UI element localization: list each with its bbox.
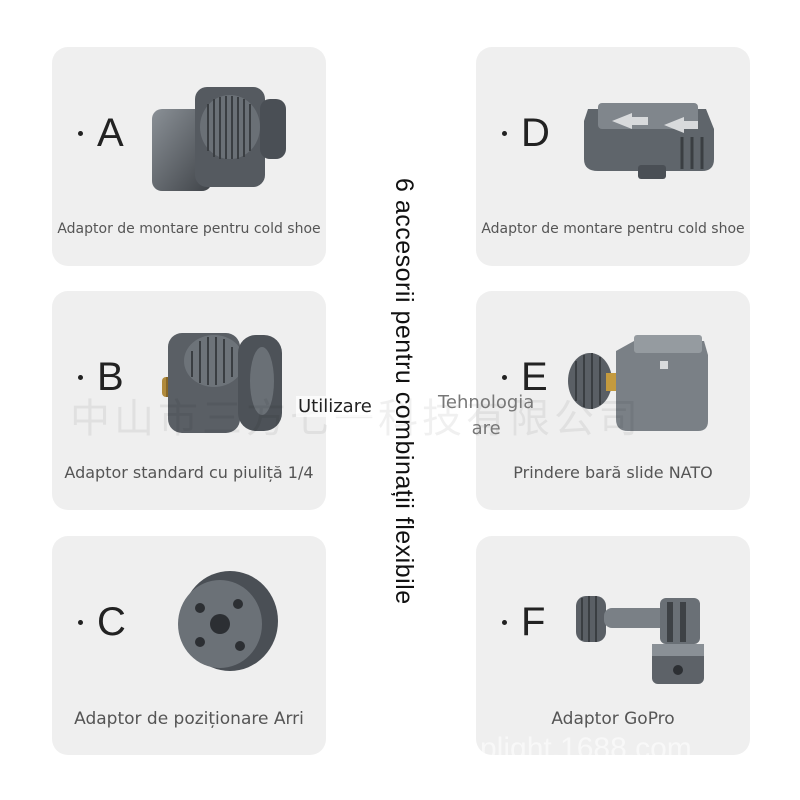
accessory-letter: B: [78, 357, 124, 397]
accessory-letter: C: [78, 602, 126, 642]
bullet-icon: [78, 130, 83, 136]
accessory-caption: Adaptor de poziționare Arri: [74, 709, 304, 729]
bullet-icon: [502, 130, 507, 136]
accessory-letter-text: D: [521, 111, 550, 155]
page-title: 6 accesorii pentru combinații flexibile: [390, 178, 418, 605]
accessory-caption: Prindere bară slide NATO: [513, 463, 713, 482]
accessory-letter: A: [78, 113, 124, 153]
accessory-caption: Adaptor de montare pentru cold shoe: [481, 221, 745, 237]
accessory-card-c[interactable]: C Adaptor de poziționare Arri: [52, 536, 326, 755]
accessory-letter-text: C: [97, 600, 126, 644]
bullet-icon: [502, 619, 507, 625]
accessory-letter-text: A: [97, 111, 124, 155]
arri-positioning-adapter-c-image: [178, 571, 278, 671]
gopro-adapter-f-image: [576, 596, 704, 684]
overlay-label-right-line2: are: [471, 418, 501, 439]
overlay-label-left: Utilizare: [296, 396, 374, 417]
accessory-letter-text: F: [521, 600, 546, 644]
cold-shoe-adapter-a-image: [152, 87, 286, 191]
overlay-label-right-line1: Tehnologia: [438, 392, 535, 413]
accessory-letter: F: [502, 602, 545, 642]
accessory-letter-text: B: [97, 355, 124, 399]
accessory-card-e[interactable]: E Prindere bară slide NATO: [476, 291, 750, 510]
overlay-label-right: Tehnologia are: [436, 390, 536, 442]
standard-nut-adapter-b-image: [162, 333, 282, 433]
accessory-letter: E: [502, 357, 548, 397]
accessory-letter: D: [502, 113, 550, 153]
accessory-caption: Adaptor standard cu piuliță 1/4: [64, 463, 314, 482]
bullet-icon: [502, 374, 507, 380]
accessory-card-d[interactable]: D Adaptor de montare pentru cold shoe: [476, 47, 750, 266]
bullet-icon: [78, 374, 83, 380]
cold-shoe-adapter-d-image: [584, 103, 714, 179]
accessory-card-f[interactable]: F Adaptor GoPro: [476, 536, 750, 755]
nato-rail-clamp-e-image: [568, 335, 708, 431]
accessory-caption: Adaptor de montare pentru cold shoe: [57, 221, 321, 237]
accessory-card-a[interactable]: A Adaptor de montare pentru cold shoe: [52, 47, 326, 266]
accessory-card-b[interactable]: B Adaptor standard cu piuliță 1/4: [52, 291, 326, 510]
accessory-caption: Adaptor GoPro: [551, 709, 675, 729]
bullet-icon: [78, 619, 83, 625]
accessory-letter-text: E: [521, 355, 548, 399]
watermark-url: plight.1688.com: [480, 732, 692, 765]
